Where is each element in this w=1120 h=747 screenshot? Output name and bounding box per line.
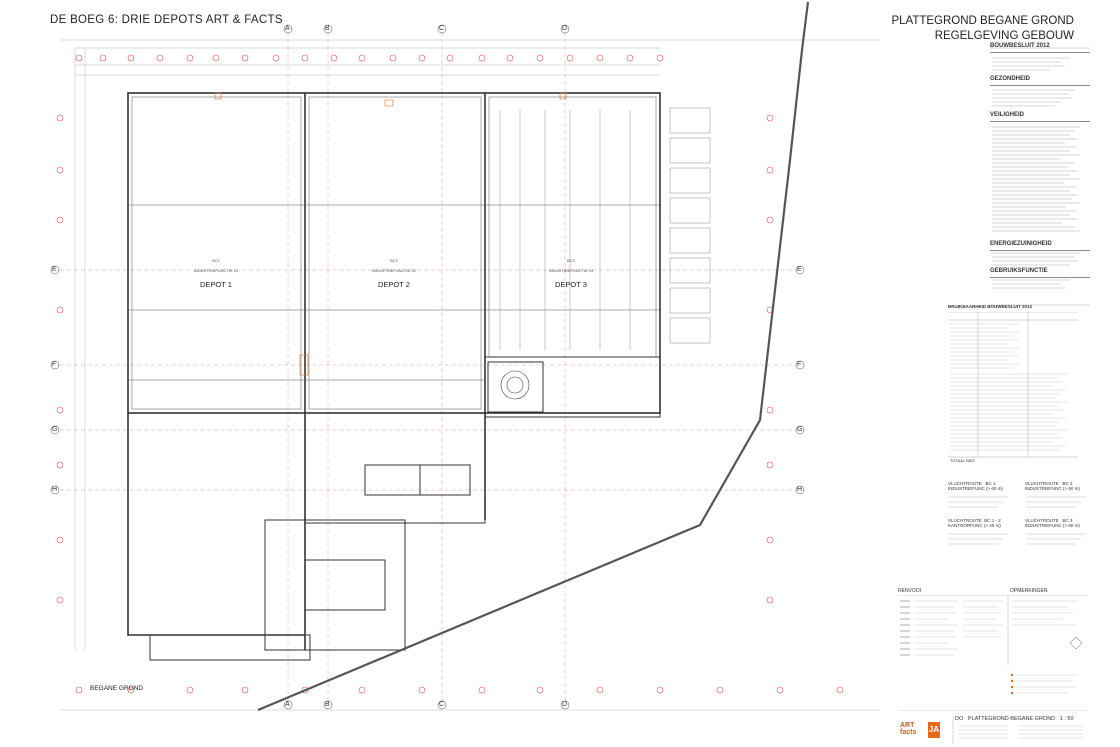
depot-3-function: INDUSTRIEFUNCTIE 03: [548, 268, 594, 273]
grid-axis-c-top: C: [439, 25, 445, 32]
grid-axis-e-left: E: [52, 266, 57, 273]
depot-3-code: BC3: [567, 258, 575, 263]
grid-axis-d-bottom: D: [562, 701, 568, 708]
depot-1-function: INDUSTRIEFUNCTIE 01: [193, 268, 239, 273]
escape-route-title: VLUCHTROUTE: [1025, 518, 1059, 523]
grid-axis-d-top: D: [562, 25, 568, 32]
escape-route-sub: KANTOORFUNC (> 40 m): [948, 523, 1001, 528]
grid-axis-b-bottom: B: [325, 701, 330, 708]
depot-2-label: DEPOT 2: [378, 280, 410, 289]
escape-route-title: VLUCHTROUTE: [948, 481, 982, 486]
grid-axis-b-top: B: [325, 25, 330, 32]
grid-axis-g-right: G: [797, 426, 803, 433]
title-block-drawing: DO PLATTEGROND BEGANE GROND 1 : 50: [955, 716, 1074, 722]
grid-axis-h-right: H: [797, 486, 803, 493]
divider: [990, 52, 1090, 53]
title-block-drawing-name: PLATTEGROND BEGANE GROND: [967, 716, 1056, 722]
divider: [990, 277, 1090, 278]
grid-axis-e-right: E: [797, 266, 802, 273]
divider: [990, 250, 1090, 251]
depot-2-function: INDUSTRIEFUNCTIE 02: [371, 268, 417, 273]
depot-1-label: DEPOT 1: [200, 280, 232, 289]
grid-axis-a-bottom: A: [285, 701, 290, 708]
title-block-phase: DO: [955, 716, 964, 722]
section-bouwbesluit: BOUWBESLUIT 2012: [990, 43, 1050, 49]
escape-route-bc1: VLUCHTROUTE BC 1 INDUSTRIEFUNC (> 60 m): [948, 481, 1028, 491]
floor-label: BEGANE GROND: [90, 685, 144, 692]
depot-3-label: DEPOT 3: [555, 280, 587, 289]
ja-logo: JA: [928, 722, 940, 738]
depot-1-code: BC1: [212, 258, 220, 263]
grid-axis-f-right: F: [797, 361, 802, 368]
escape-route-code: BC 1: [985, 481, 996, 486]
escape-route-title: VLUCHTROUTE: [948, 518, 982, 523]
legend-renvooi: RENVOOI: [898, 588, 922, 594]
escape-route-code: BC 2: [1062, 481, 1073, 486]
legend-entries: [898, 595, 1088, 695]
grid-axis-h-left: H: [52, 486, 58, 493]
depot-2-code: BC2: [390, 258, 398, 263]
escape-route-bc3: VLUCHTROUTE BC 3 INDUSTRIEFUNC (> 60 m): [1025, 518, 1105, 528]
title-block-scale: 1 : 50: [1059, 716, 1074, 722]
divider: [990, 85, 1090, 86]
escape-route-sub: INDUSTRIEFUNC (> 60 m): [1025, 523, 1080, 528]
sheet-subtitle: REGELGEVING GEBOUW: [934, 30, 1074, 42]
section-energiezuinigheid: ENERGIEZUINIGHEID: [990, 241, 1052, 247]
area-table: [948, 312, 1078, 458]
escape-route-title: VLUCHTROUTE: [1025, 481, 1059, 486]
project-title: DE BOEG 6: DRIE DEPOTS ART & FACTS: [50, 14, 283, 26]
escape-route-bc12: VLUCHTROUTE BC 1 - 2 KANTOORFUNC (> 40 m…: [948, 518, 1028, 528]
title-block-frame: [898, 710, 1088, 744]
grid-axis-f-left: F: [52, 361, 57, 368]
legend-opmerkingen: OPMERKINGEN: [1010, 588, 1048, 594]
sheet-title: PLATTEGROND BEGANE GROND: [891, 15, 1074, 27]
escape-route-sub: INDUSTRIEFUNC (> 60 m): [1025, 486, 1080, 491]
divider: [990, 121, 1090, 122]
total-label: TOTAAL BBO: [950, 458, 975, 463]
escape-route-bc2: VLUCHTROUTE BC 2 INDUSTRIEFUNC (> 60 m): [1025, 481, 1105, 491]
section-veiligheid: VEILIGHEID: [990, 112, 1025, 118]
section-gebruiksfunctie: GEBRUIKSFUNCTIE: [990, 268, 1048, 274]
grid-axis-a-top: A: [285, 25, 290, 32]
grid-axis-c-bottom: C: [439, 701, 445, 708]
grid-axis-g-left: G: [52, 426, 58, 433]
escape-route-sub: INDUSTRIEFUNC (> 60 m): [948, 486, 1003, 491]
escape-route-code: BC 3: [1062, 518, 1073, 523]
regulation-tables: [992, 57, 1080, 289]
area-table-title: BRUIKBAARHEID BOUWBESLUIT 2012: [948, 304, 1033, 309]
section-gezondheid: GEZONDHEID: [990, 76, 1031, 82]
escape-route-diagrams: [948, 496, 1086, 545]
escape-route-code: BC 1 - 2: [984, 518, 1001, 523]
